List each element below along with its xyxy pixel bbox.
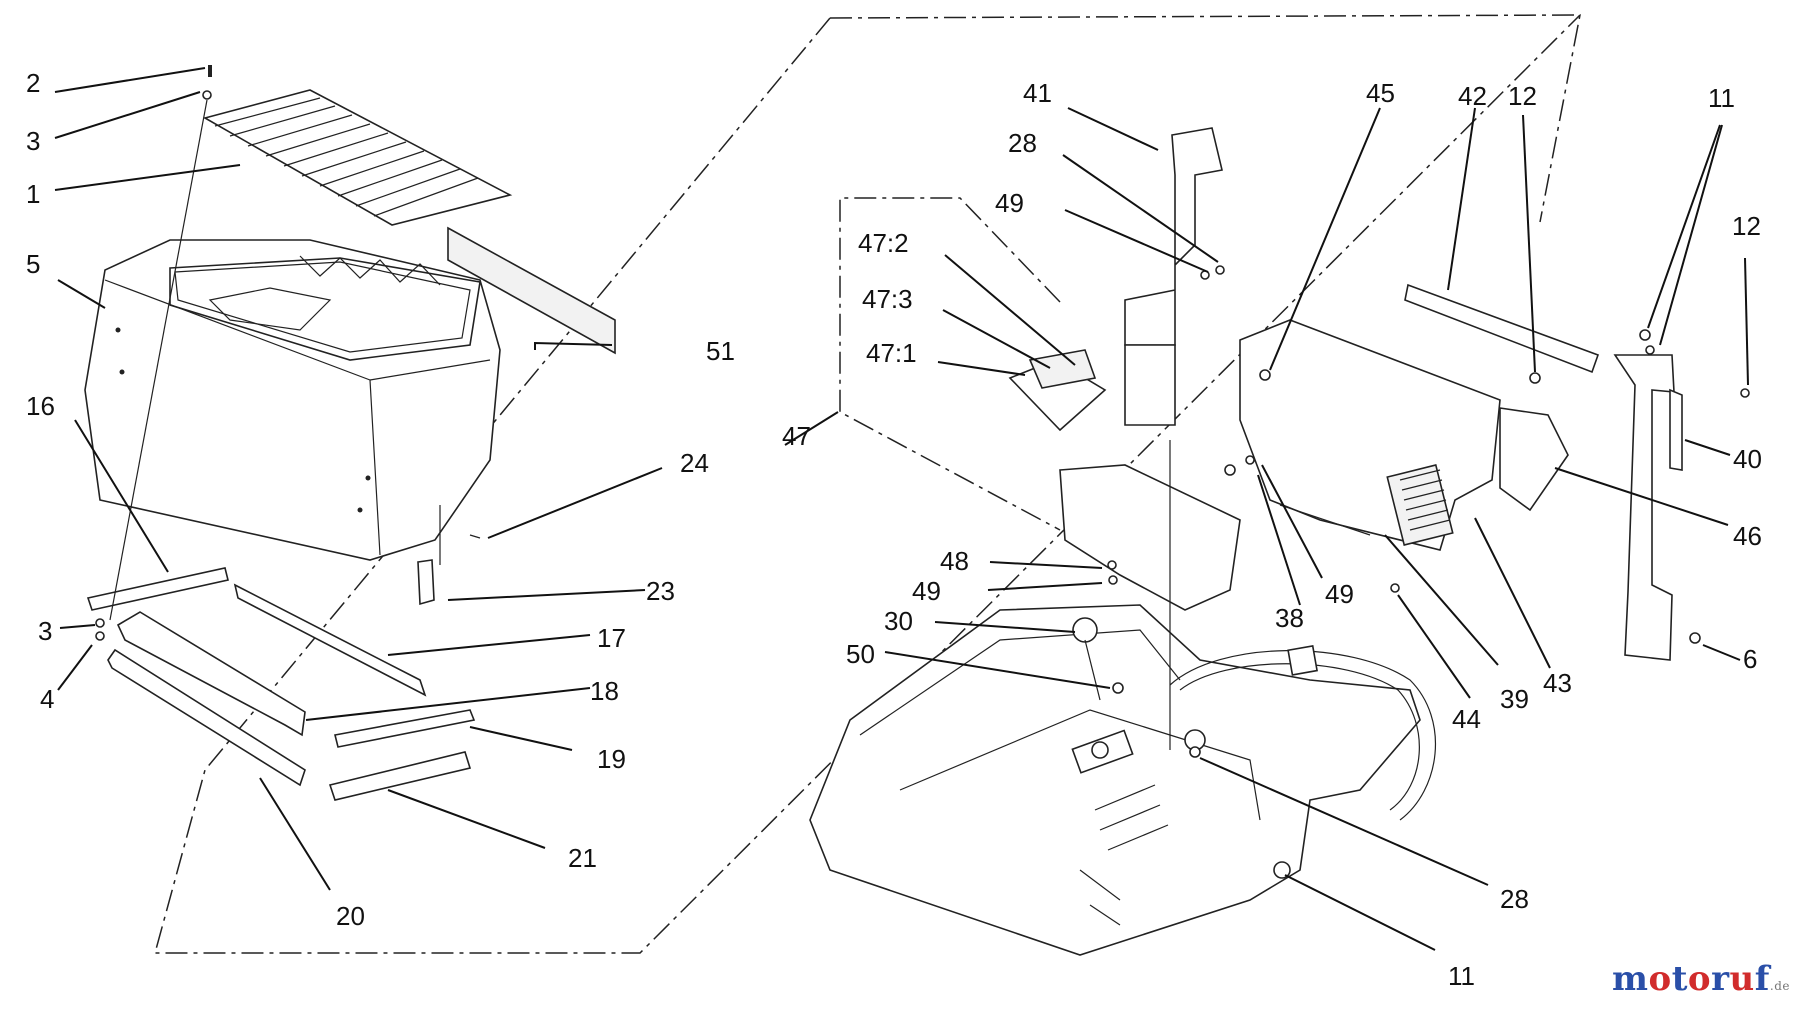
label-24: 24 — [680, 448, 709, 478]
logo-letter-u: u — [1729, 959, 1755, 999]
strip-21 — [328, 751, 472, 801]
label-16: 16 — [26, 391, 55, 421]
label-12: 12 — [1508, 81, 1537, 111]
plate-47 — [1008, 349, 1241, 611]
label-19: 19 — [597, 744, 626, 774]
label-12b: 12 — [1732, 211, 1761, 241]
label-38: 38 — [1275, 603, 1304, 633]
label-2: 2 — [26, 68, 40, 98]
hopper-5 — [84, 239, 501, 561]
logo-letter-m: m — [1612, 959, 1649, 999]
label-4: 4 — [40, 684, 54, 714]
label-17: 17 — [597, 623, 626, 653]
bracket-40 — [1613, 354, 1683, 661]
label-28: 28 — [1008, 128, 1037, 158]
small-hardware — [1072, 265, 1750, 758]
motoruf-logo: motoruf.de — [1612, 959, 1790, 999]
logo-letter-t: t — [1671, 959, 1688, 999]
label-48: 48 — [940, 546, 969, 576]
label-47-2: 47:2 — [858, 228, 909, 258]
label-46: 46 — [1733, 521, 1762, 551]
label-40: 40 — [1733, 444, 1762, 474]
right-group-outline — [829, 14, 1581, 223]
label-11: 11 — [1708, 83, 1735, 113]
label-11b: 11 — [1448, 961, 1475, 991]
group-47-bracket — [839, 197, 1061, 531]
label-41: 41 — [1023, 78, 1052, 108]
latch-23-24 — [417, 505, 481, 606]
label-21: 21 — [568, 843, 597, 873]
label-47-1: 47:1 — [866, 338, 917, 368]
label-30: 30 — [884, 606, 913, 636]
duct-46 — [1499, 407, 1569, 512]
bolt-2-washer-3 — [95, 65, 212, 641]
label-23: 23 — [646, 576, 675, 606]
strip-20 — [107, 648, 306, 787]
label-5: 5 — [26, 249, 40, 279]
logo-letter-o2: o — [1687, 959, 1712, 999]
label-39: 39 — [1500, 684, 1529, 714]
logo-suffix: .de — [1769, 979, 1790, 993]
label-6: 6 — [1743, 644, 1757, 674]
strip-18 — [116, 611, 306, 737]
label-49: 49 — [995, 188, 1024, 218]
label-50: 50 — [846, 639, 875, 669]
decal-51 — [447, 226, 616, 355]
strap-42 — [1404, 283, 1600, 374]
strip-17 — [233, 583, 427, 697]
frame-chassis — [809, 604, 1437, 956]
label-42: 42 — [1458, 81, 1487, 111]
label-20: 20 — [336, 901, 365, 931]
label-49b: 49 — [912, 576, 941, 606]
label-3b: 3 — [38, 616, 52, 646]
label-45: 45 — [1366, 78, 1395, 108]
label-43: 43 — [1543, 668, 1572, 698]
panel-43 — [1239, 319, 1501, 551]
label-51: 51 — [706, 336, 735, 366]
label-47-3: 47:3 — [862, 284, 913, 314]
logo-letter-o: o — [1648, 959, 1672, 999]
label-1: 1 — [26, 179, 40, 209]
callout-labels: 2 3 1 5 51 16 24 23 3 17 4 18 19 21 20 4… — [26, 68, 1762, 991]
label-28b: 28 — [1500, 884, 1529, 914]
label-3: 3 — [26, 126, 40, 156]
logo-letter-f: f — [1754, 959, 1770, 999]
bracket-41 — [1124, 127, 1223, 426]
corrugated-cover-1 — [202, 89, 513, 286]
label-47: 47 — [782, 421, 811, 451]
strip-16 — [86, 567, 229, 611]
label-44: 44 — [1452, 704, 1481, 734]
strip-19 — [334, 709, 476, 748]
logo-letter-r: r — [1711, 959, 1730, 999]
leader-lines — [54, 67, 1749, 951]
label-49c: 49 — [1325, 579, 1354, 609]
label-18: 18 — [590, 676, 619, 706]
